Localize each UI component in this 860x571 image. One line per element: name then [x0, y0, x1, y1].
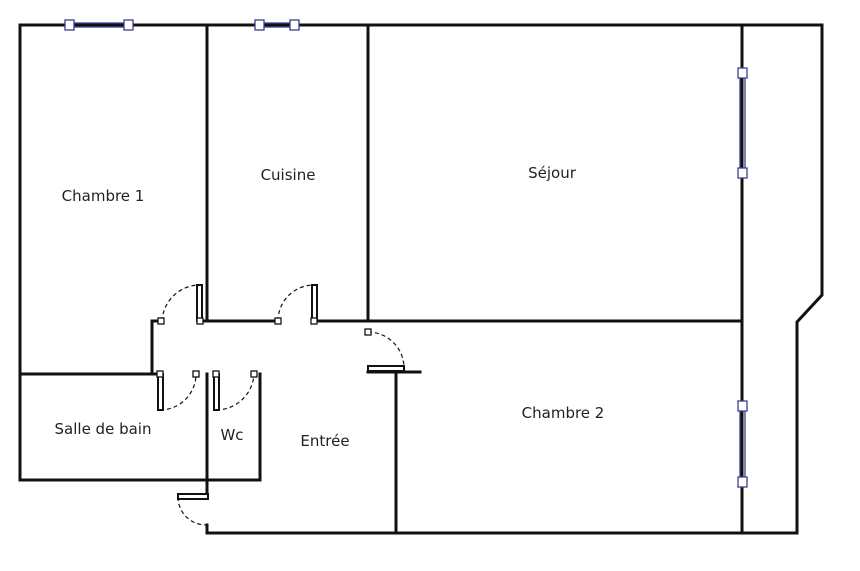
- room-label-chambre1: Chambre 1: [62, 187, 145, 205]
- window-sejour: [737, 67, 748, 179]
- door-sejour: [364, 328, 405, 372]
- window-cuisine: [254, 19, 300, 31]
- window-chambre2: [737, 400, 748, 488]
- room-labels: Chambre 1 Cuisine Séjour Chambre 2 Salle…: [55, 164, 605, 450]
- room-label-salle-de-bain: Salle de bain: [55, 420, 152, 438]
- door-salle-de-bain: [156, 370, 200, 411]
- room-label-sejour: Séjour: [528, 164, 577, 182]
- door-wc: [212, 370, 258, 411]
- room-label-wc: Wc: [220, 426, 243, 444]
- windows: [64, 19, 748, 488]
- window-chambre1: [64, 19, 134, 31]
- room-label-entree: Entrée: [300, 432, 349, 450]
- door-entree: [177, 493, 209, 526]
- room-label-cuisine: Cuisine: [261, 166, 316, 184]
- door-cuisine: [274, 284, 318, 325]
- exterior-walls: [18, 23, 824, 535]
- room-label-chambre2: Chambre 2: [522, 404, 605, 422]
- doors: [156, 284, 405, 526]
- door-chambre1: [157, 284, 204, 325]
- interior-walls: [18, 23, 744, 535]
